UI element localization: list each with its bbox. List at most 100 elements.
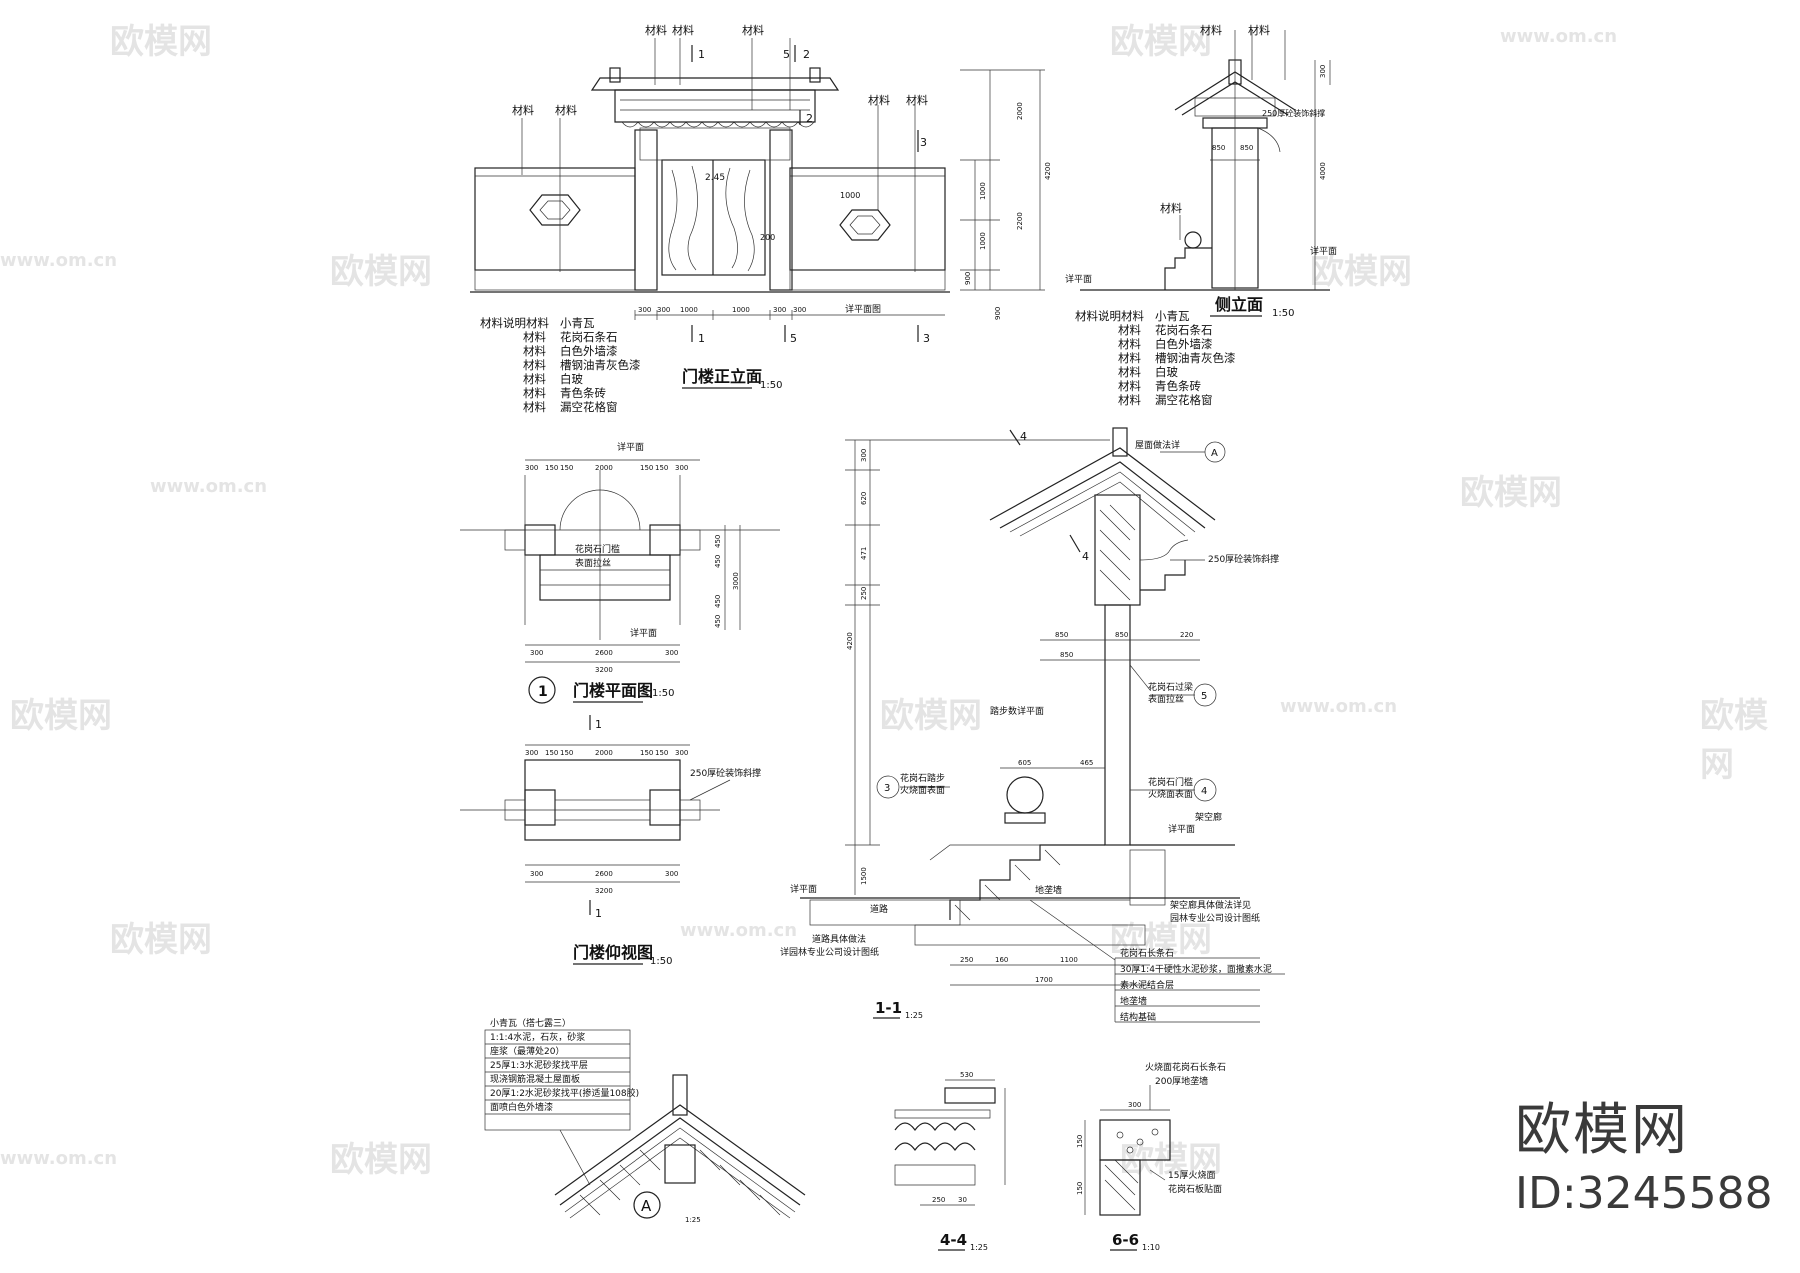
dim-text: 450	[714, 615, 722, 628]
legend-key: 材料	[1118, 365, 1141, 379]
dim-text: 300	[665, 870, 678, 878]
legend-value: 青色条砖	[560, 386, 606, 400]
note: 道路具体做法	[812, 933, 866, 945]
note: 火烧面表面	[1148, 788, 1193, 800]
watermark-text: 欧模网	[1700, 696, 1768, 785]
legend-value: 槽钢油青灰色漆	[1155, 351, 1236, 365]
note: 详平面	[630, 627, 657, 639]
layer-text: 面喷白色外墙漆	[490, 1101, 553, 1113]
section-mark: 1	[595, 718, 602, 731]
note: 详平面	[1065, 273, 1092, 285]
section-6-6-title: 6-6	[1112, 1231, 1139, 1249]
annotation: 2.45	[705, 173, 725, 183]
watermark-text: 欧模网	[1460, 473, 1562, 513]
watermark-text: 欧模网	[1110, 920, 1212, 960]
dim-text: 220	[1180, 631, 1193, 639]
section-6-6	[1084, 1085, 1171, 1216]
dim-text: 900	[994, 307, 1002, 320]
scale-text: 1:25	[970, 1243, 988, 1252]
dim-text: 300	[1128, 1101, 1141, 1109]
section-mark: 3	[923, 332, 930, 345]
note: 表面拉丝	[1148, 693, 1184, 705]
note: 详平面	[1310, 245, 1337, 257]
dim-text: 2600	[595, 649, 613, 657]
dim-text: 300	[530, 649, 543, 657]
dim-text: 1000	[979, 232, 987, 250]
brand-id: ID:3245588	[1515, 1168, 1773, 1219]
watermark-url: www.om.cn	[680, 920, 798, 941]
watermark-url: www.om.cn	[0, 1148, 118, 1169]
dim-text: 4200	[846, 632, 854, 650]
note: 15厚火烧面	[1168, 1169, 1215, 1181]
watermark-url: www.om.cn	[1280, 696, 1398, 717]
layer-text: 结构基础	[1120, 1011, 1156, 1023]
note: 道路	[870, 903, 888, 915]
material-tag: 材料	[512, 103, 534, 117]
layer-text: 小青瓦（搭七露三）	[490, 1017, 571, 1029]
layer-text: 25厚1:3水泥砂浆找平层	[490, 1059, 588, 1071]
section-1-1-title: 1-1	[875, 999, 902, 1017]
note: 地垄墙	[1035, 884, 1062, 896]
note: 花岗石踏步	[900, 772, 945, 784]
dim-text: 150	[1076, 1135, 1084, 1148]
dim-text: 300	[860, 449, 868, 462]
ceiling-view	[460, 715, 731, 915]
layer-text: 素水泥结合层	[1120, 979, 1174, 991]
annotation: 200	[760, 233, 775, 242]
dim-text: 30	[958, 1196, 967, 1204]
note: 花岗石过梁	[1148, 681, 1193, 693]
dim-text: 450	[714, 555, 722, 568]
plan-view	[460, 459, 780, 704]
section-4-4-title: 4-4	[940, 1231, 967, 1249]
detail-a-label: A	[641, 1197, 652, 1215]
legend-value: 漏空花格窗	[560, 400, 618, 414]
note: 详平面	[617, 441, 644, 453]
dim-text: 450	[714, 595, 722, 608]
ceiling-title: 门楼仰视图	[573, 943, 653, 962]
scale-text: 1:25	[685, 1216, 701, 1224]
dim-text: 300	[793, 306, 806, 314]
dim-text: 3000	[732, 572, 740, 590]
note: 花岗石门槛	[1148, 776, 1193, 788]
dim-text: 150	[655, 749, 668, 757]
material-tag: 材料	[555, 103, 577, 117]
section-1-1	[800, 427, 1285, 1023]
detail-a	[484, 1029, 806, 1219]
watermark-url: www.om.cn	[1500, 26, 1618, 47]
callout: 5	[1201, 691, 1207, 702]
note: 踏步数详平面	[990, 705, 1044, 717]
dim-text: 4000	[1319, 162, 1327, 180]
scale-text: 1:50	[650, 956, 672, 967]
dim-text: 1500	[860, 867, 868, 885]
watermark-text: 欧模网	[10, 696, 112, 736]
layer-text: 30厚1:4干硬性水泥砂浆，面撒素水泥	[1120, 963, 1272, 975]
layer-text: 地垄墙	[1120, 995, 1147, 1007]
material-tag: 材料	[906, 93, 928, 107]
scale-text: 1:25	[905, 1011, 923, 1020]
dim-text: 300	[525, 749, 538, 757]
legend-value: 白玻	[560, 372, 583, 386]
note: 架空廊	[1195, 811, 1222, 823]
dim-text: 160	[995, 956, 1008, 964]
dim-text: 850	[1115, 631, 1128, 639]
dim-text: 2200	[1016, 212, 1024, 230]
dim-text: 1700	[1035, 976, 1053, 984]
section-mark: 1	[698, 48, 705, 61]
dim-text: 471	[860, 547, 868, 560]
section-mark: 4	[1082, 550, 1089, 563]
dim-text: 详平面图	[845, 303, 881, 315]
note: 详园林专业公司设计图纸	[780, 946, 879, 958]
watermark-text: 欧模网	[330, 252, 432, 292]
material-tag: 材料	[672, 23, 694, 37]
section-mark: 2	[806, 112, 813, 125]
legend-value: 白色外墙漆	[1155, 337, 1213, 351]
watermark-text: 欧模网	[880, 696, 982, 736]
note: 表面拉丝	[575, 557, 611, 569]
dim-text: 3200	[595, 887, 613, 895]
front-elevation-title: 门楼正立面	[682, 367, 762, 386]
dim-text: 150	[640, 749, 653, 757]
dim-text: 150	[545, 749, 558, 757]
legend-key: 材料	[1118, 323, 1141, 337]
dim-text: 250	[932, 1196, 945, 1204]
